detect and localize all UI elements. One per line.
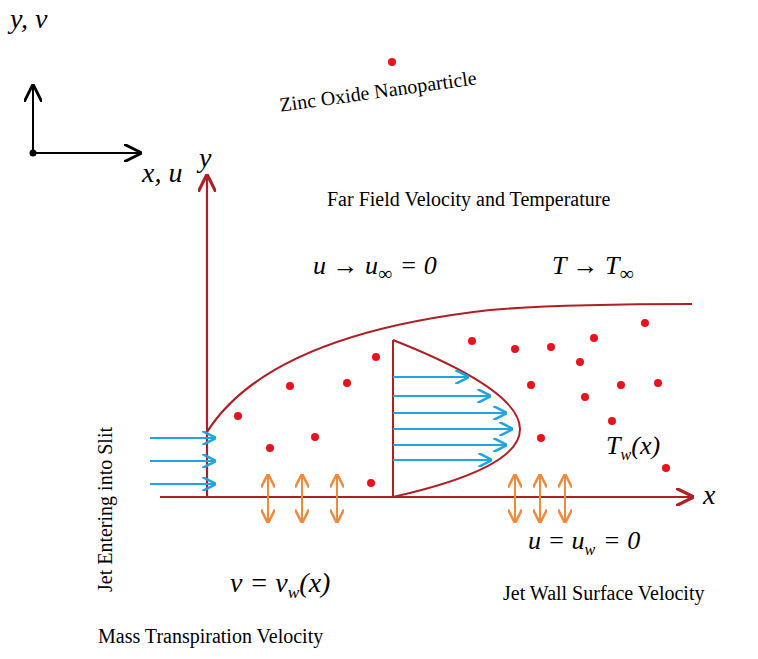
axis-label: y, v	[10, 4, 47, 35]
axis-label-text: x, u	[142, 157, 182, 188]
axis-label-text: y	[199, 142, 211, 173]
profile-base	[392, 340, 394, 497]
boundary-condition-text: = 0	[603, 526, 640, 555]
inlet-label-text: Jet Entering into Slit	[94, 427, 116, 592]
transpiration-arrows	[268, 475, 565, 522]
boundary-condition-text: T → T	[552, 251, 619, 280]
boundary-condition: u = uw = 0	[528, 527, 640, 558]
wall-temperature-text: w	[620, 446, 631, 463]
nanoparticles	[234, 319, 670, 487]
wall-temperature-text: T	[606, 431, 620, 460]
profile-arrows	[393, 377, 512, 460]
wall-temperature-text: (x)	[631, 431, 660, 460]
axis-label-text: y, v	[10, 3, 47, 34]
boundary-layer-edge	[207, 304, 692, 432]
boundary-condition-text: ∞	[619, 263, 633, 284]
inlet-label: Jet Entering into Slit	[94, 427, 116, 592]
wall-label: Jet Wall Surface Velocity	[503, 582, 704, 604]
axis-label: y	[199, 143, 211, 174]
boundary-condition-text: w	[288, 583, 300, 602]
boundary-condition: u → u∞ = 0	[313, 252, 437, 284]
boundary-condition-text: v = v	[230, 567, 288, 598]
wall-label-text: Jet Wall Surface Velocity	[503, 582, 704, 604]
y-axis	[206, 176, 208, 497]
region-label: Far Field Velocity and Temperature	[327, 188, 610, 210]
axis-label: x	[703, 480, 715, 511]
nanoparticle-dot	[388, 58, 396, 66]
axis-arrow	[33, 152, 140, 154]
boundary-condition-text: w	[585, 541, 596, 558]
axis-arrow	[32, 86, 34, 153]
boundary-condition-text: u = u	[528, 526, 585, 555]
axis-label-text: x	[703, 479, 715, 510]
legend-note: Zinc Oxide Nanoparticle	[278, 66, 478, 115]
boundary-condition-text: u → u	[313, 251, 378, 280]
boundary-condition: T → T∞	[552, 252, 633, 284]
legend-note-text: Zinc Oxide Nanoparticle	[278, 66, 478, 115]
transpiration-label: Mass Transpiration Velocity	[98, 625, 323, 647]
plate-wall	[160, 496, 692, 498]
region-label-text: Far Field Velocity and Temperature	[327, 188, 610, 210]
axis-label: x, u	[142, 158, 182, 189]
wall-temperature: Tw(x)	[606, 432, 660, 463]
velocity-profile	[393, 340, 520, 497]
jet-arrows	[150, 438, 215, 484]
boundary-condition: v = vw(x)	[230, 568, 330, 602]
boundary-condition-text: = 0	[400, 251, 437, 280]
boundary-condition-text: ∞	[378, 263, 392, 284]
transpiration-label-text: Mass Transpiration Velocity	[98, 625, 323, 647]
boundary-condition-text: (x)	[299, 567, 330, 598]
